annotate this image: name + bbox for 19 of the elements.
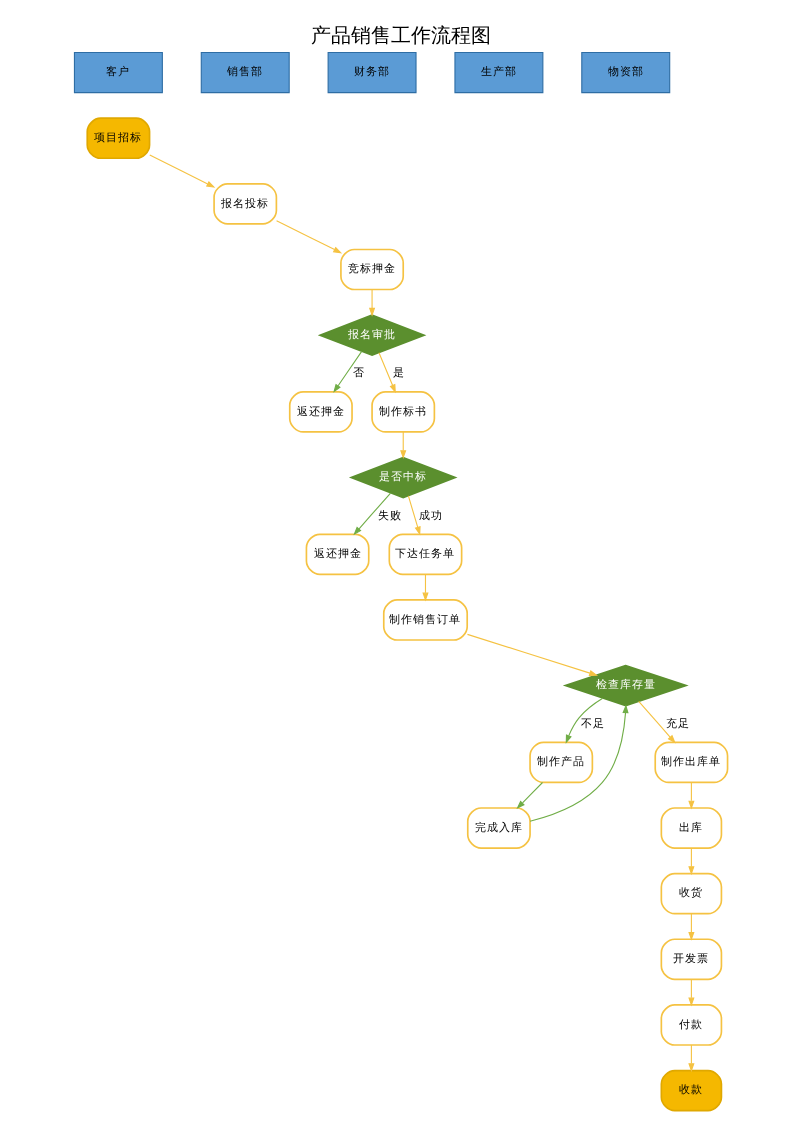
arrow [687, 978, 694, 1007]
arrow [377, 352, 395, 394]
arrow [465, 633, 598, 676]
diagram-title: 产品销售工作流程图 [310, 25, 490, 48]
arrow [332, 350, 362, 393]
arrow [399, 431, 406, 460]
arrow [406, 495, 420, 536]
arrow [367, 289, 375, 317]
arrow [687, 847, 694, 876]
arrow [515, 781, 543, 810]
arrow [352, 492, 391, 536]
arrow [148, 154, 215, 188]
arrow [687, 1044, 694, 1073]
arrow [564, 697, 603, 744]
arrow [687, 781, 694, 810]
arrow [421, 573, 428, 602]
arrow [687, 913, 694, 941]
arrow [637, 700, 675, 744]
arrow [275, 220, 342, 254]
